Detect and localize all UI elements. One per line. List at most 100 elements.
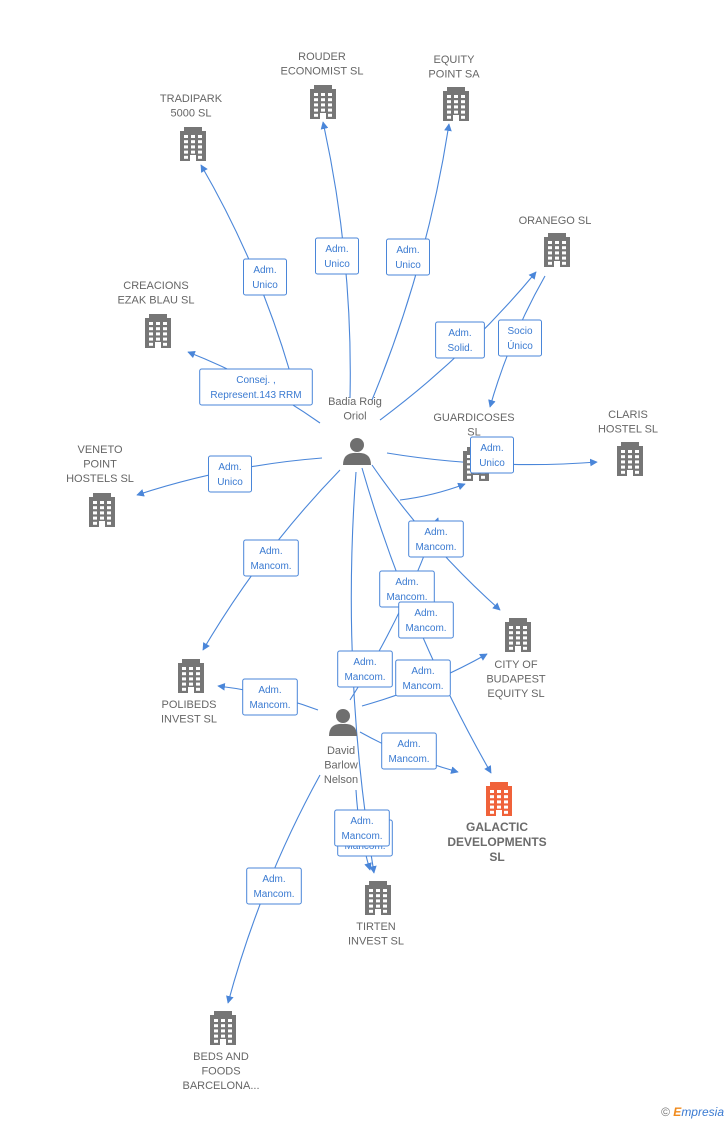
node-label: SL [467,427,480,439]
edge-label-text: Mancom. [344,672,385,683]
edge-label[interactable]: Adm. Mancom. [337,650,393,688]
node-label: Nelson [324,774,358,786]
edge-label[interactable]: Adm.Mancom. [246,867,302,905]
node-polibeds[interactable]: POLIBEDS INVEST SL [161,659,217,726]
node-label: 5000 SL [171,108,212,120]
node-label: INVEST SL [161,714,217,726]
edge-badia-to-guardicoses [399,482,466,501]
empresia-watermark: © Empresia [661,1105,724,1119]
edge-label-box [246,867,302,905]
node-label: ORANEGO SL [519,215,592,227]
node-tradipark[interactable]: TRADIPARK 5000 SL [160,93,223,161]
edges-layer [136,121,598,1004]
node-label: EZAK BLAU SL [117,295,194,307]
edge-label-box [381,732,437,770]
copyright-symbol: © [661,1105,670,1119]
edge-label-box [337,650,393,688]
node-label: CITY OF [494,659,537,671]
edge-label-text: Adm. [397,739,420,750]
edge-label-text: Unico [479,458,505,469]
edge-label-box [334,809,390,847]
node-label: BUDAPEST [486,674,546,686]
edge-label-box [398,601,454,639]
node-label: David [327,745,355,757]
edge-label-text: Mancom. [250,561,291,572]
edge-label-text: Adm. [424,527,447,538]
node-oranego[interactable]: ORANEGO SL [519,215,592,267]
edge-label[interactable]: Adm.Solid. [435,321,485,359]
edge-label-text: Mancom. [388,754,429,765]
node-label: POLIBEDS [161,699,216,711]
edge-label[interactable]: Consej. ,Represent.143 RRM [199,368,313,406]
edge-label-text: Adm. [396,245,419,256]
edge-label-box [243,539,299,577]
edge-label[interactable]: Adm. Unico [470,436,514,474]
building-icon [145,314,171,348]
edge-label-box [242,678,298,716]
node-label: Badia Roig [328,396,382,408]
edge-label-text: Adm. [350,816,373,827]
edge-label[interactable]: Adm.Unico [315,237,359,275]
person-icon [329,709,357,736]
edge-label-text: Unico [395,260,421,271]
edge-label-text: Represent.143 RRM [210,390,301,401]
edge-label-text: Socio [507,326,532,337]
brand-name: mpresia [681,1105,724,1119]
edge-label-text: Mancom. [402,681,443,692]
node-label: BEDS AND [193,1051,249,1063]
edge-label[interactable]: Adm.Unico [243,258,287,296]
node-label: BARCELONA... [182,1080,259,1092]
node-label: TRADIPARK [160,93,223,105]
edge-label[interactable]: Adm.Unico [208,455,252,493]
edge-label[interactable]: Adm. Mancom. [243,539,299,577]
edge-label-text: Adm. [480,443,503,454]
edge-label[interactable]: Adm.Mancom. [398,601,454,639]
edge-label[interactable]: Adm. Mancom. [408,520,464,558]
edge-label-box [199,368,313,406]
edge-label-text: Unico [252,280,278,291]
node-label: TIRTEN [356,921,396,933]
node-beds_foods[interactable]: BEDS AND FOODS BARCELONA... [182,1011,260,1092]
node-label: HOSTEL SL [598,424,658,436]
edge-label-text: Adm. [414,608,437,619]
edge-label-text: Adm. [259,546,282,557]
node-label: GUARDICOSES [433,412,514,424]
edge-label[interactable]: Adm. Mancom. [395,659,451,697]
edge-label-box [315,237,359,275]
edge-label-text: Único [507,339,533,352]
edge-label-text: Adm. [411,666,434,677]
building-icon [89,493,115,527]
edge-label-text: Mancom. [249,700,290,711]
edge-label[interactable]: Adm. Unico [386,238,430,276]
edge-label[interactable]: Adm. Mancom. [334,809,390,847]
edge-label-text: Mancom. [341,831,382,842]
node-label: Oriol [343,411,366,423]
node-label: FOODS [201,1066,240,1078]
edge-label[interactable]: Adm. Mancom. [381,732,437,770]
edge-label-text: Adm. [325,244,348,255]
edge-label-box [395,659,451,697]
edge-label-box [386,238,430,276]
edge-label-text: Mancom. [415,542,456,553]
building-icon [210,1011,236,1045]
edge-labels-layer: Adm.UnicoAdm.UnicoAdm.UnicoAdm.Solid.Soc… [199,237,542,905]
building-icon [180,127,206,161]
edge-label[interactable]: Adm.Mancom. [242,678,298,716]
building-icon [443,87,469,121]
edge-label-text: Adm. [353,657,376,668]
edge-label-text: Adm. [395,577,418,588]
building-icon [365,881,391,915]
